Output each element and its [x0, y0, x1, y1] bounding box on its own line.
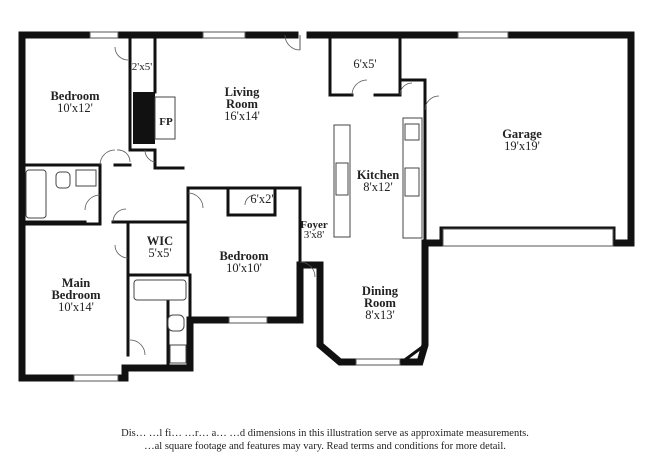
dims-garage: 19'x19': [504, 139, 540, 153]
label-living-room-2: Room: [226, 97, 259, 111]
dims-closet-2: 6'x5': [353, 57, 376, 71]
fireplace-surround: [154, 96, 176, 140]
label-main-bedroom-2: Bedroom: [51, 288, 101, 302]
label-foyer: Foyer: [300, 219, 328, 231]
label-bedroom-2: Bedroom: [219, 249, 269, 263]
kitchen-fixtures: [333, 117, 423, 239]
windows: [73, 31, 509, 382]
dims-closet-1: 2'x5': [132, 61, 152, 73]
label-dining-room: Dining: [362, 284, 399, 298]
disclaimer: Dis… …l fi… …r… a… …d dimensions in this…: [0, 427, 650, 453]
disclaimer-line-1: Dis… …l fi… …r… a… …d dimensions in this…: [121, 428, 529, 439]
dims-kitchen: 8'x12': [363, 180, 393, 194]
label-bedroom-1: Bedroom: [50, 89, 100, 103]
dining-bay: [317, 342, 428, 365]
interior-walls: [20, 33, 427, 370]
label-dining-room-2: Room: [364, 296, 397, 310]
label-main-bedroom: Main: [62, 276, 91, 290]
dims-foyer: 3'x8': [304, 229, 324, 241]
label-living-room: Living: [225, 85, 260, 99]
exterior-walls: [18, 31, 635, 382]
label-garage: Garage: [502, 127, 542, 141]
dims-closet-3: 6'x2': [250, 192, 273, 206]
dims-wic: 5'x5': [148, 246, 171, 260]
bath-1-fixtures: [25, 169, 97, 219]
dims-bedroom-1: 10'x12': [57, 101, 93, 115]
dims-dining-room: 8'x13': [365, 308, 395, 322]
doors: [84, 34, 440, 356]
disclaimer-line-2: …al square footage and features may vary…: [144, 441, 506, 452]
dims-living-room: 16'x14': [224, 109, 260, 123]
bath-2-fixtures: [133, 279, 187, 364]
label-kitchen: Kitchen: [357, 168, 399, 182]
room-labels: Bedroom 10'x12' 2'x5' FP Living Room 16'…: [50, 57, 542, 322]
fireplace-hearth: [133, 92, 155, 144]
dims-bedroom-2: 10'x10': [226, 261, 262, 275]
label-fireplace: FP: [159, 116, 173, 128]
dims-main-bedroom: 10'x14': [58, 300, 94, 314]
label-wic: WIC: [147, 234, 173, 248]
garage-door: [442, 228, 614, 247]
